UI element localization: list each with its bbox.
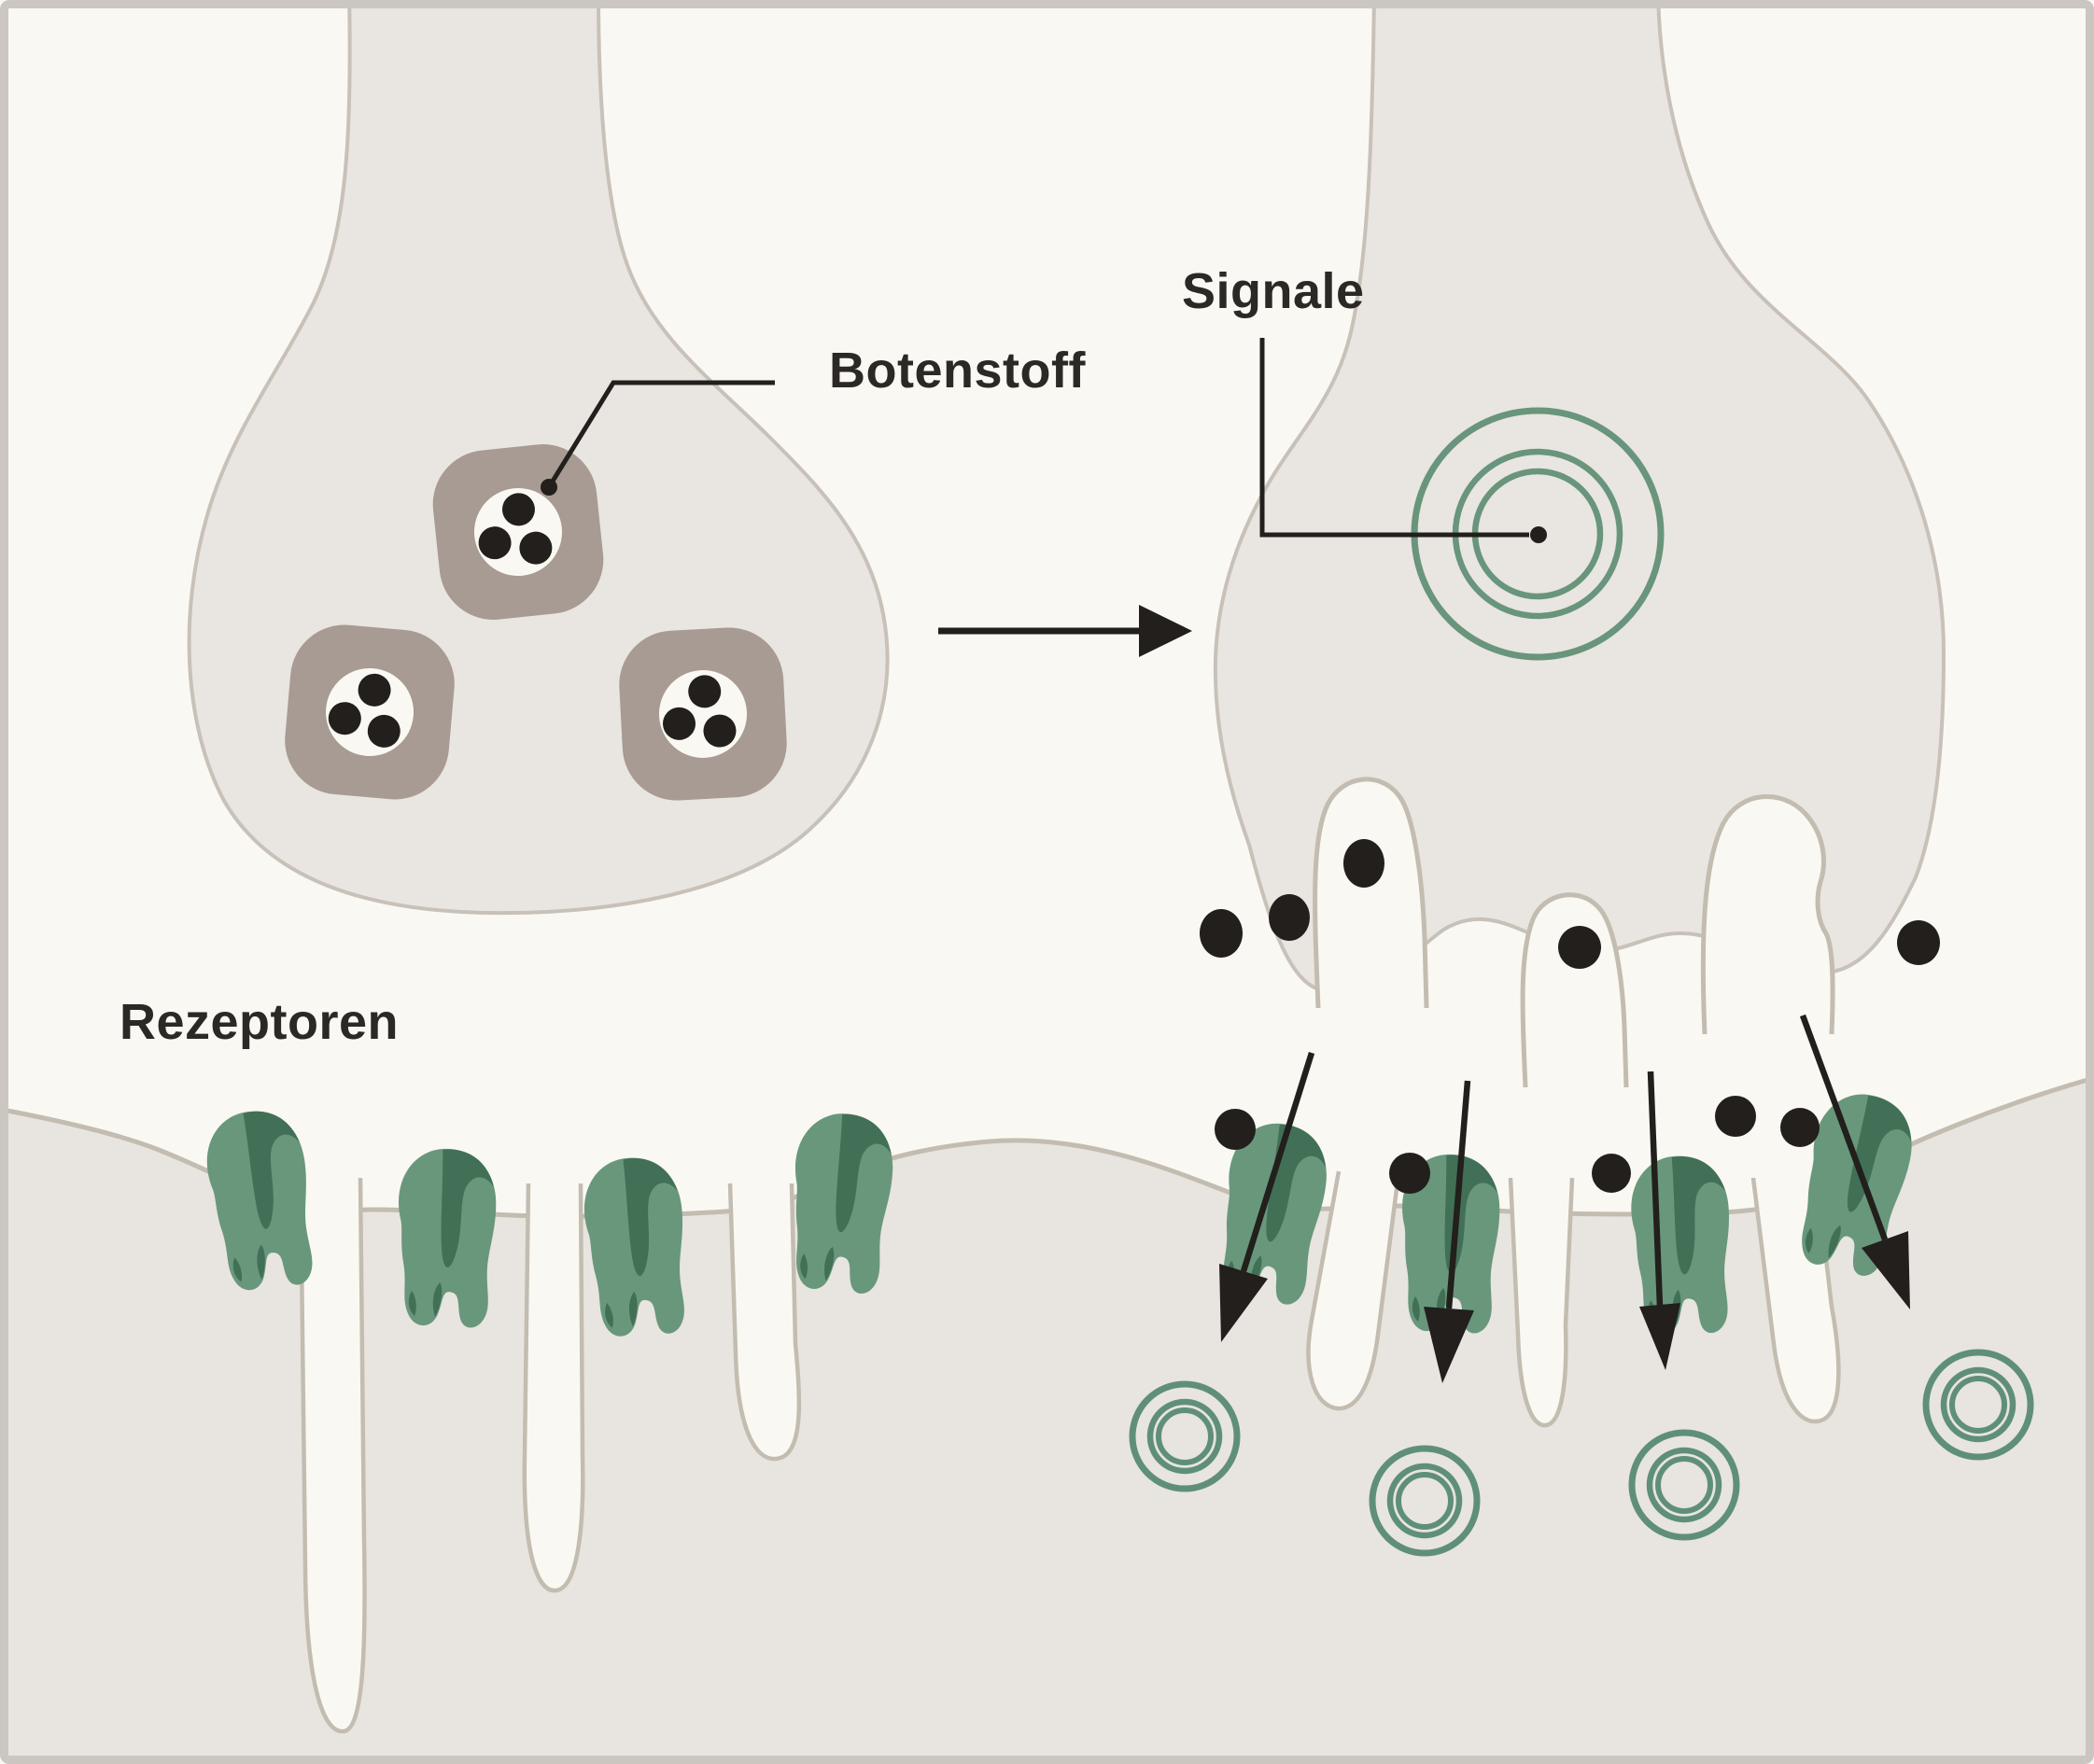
diffusion-arrow-icon bbox=[1219, 1052, 1315, 1342]
vesicle bbox=[427, 439, 610, 625]
vesicle bbox=[280, 620, 459, 805]
membrane-cleft bbox=[298, 1177, 367, 1734]
signale-label: Signale bbox=[1182, 263, 1365, 319]
neurotransmitter-dot bbox=[1897, 920, 1940, 965]
neurotransmitter-dot bbox=[1343, 839, 1384, 888]
diffusion-arrow-icon bbox=[1424, 1080, 1474, 1383]
botenstoff-leader-line bbox=[541, 380, 775, 496]
neurotransmitter-dot bbox=[1269, 894, 1310, 941]
release-site-bump bbox=[1313, 777, 1429, 1009]
membrane-cleft bbox=[522, 1183, 585, 1593]
rezeptoren-label: Rezeptoren bbox=[119, 994, 400, 1050]
diffusion-arrow-icon bbox=[1639, 1071, 1680, 1370]
botenstoff-label: Botenstoff bbox=[829, 343, 1086, 399]
neurotransmitter-dot-bound bbox=[1780, 1108, 1820, 1147]
membrane-cleft bbox=[727, 1183, 802, 1462]
membrane-cleft bbox=[1508, 1177, 1575, 1428]
signale-leader-line bbox=[1259, 338, 1547, 543]
neurotransmitter-dot bbox=[1715, 1096, 1756, 1137]
neurotransmitter-dot bbox=[1200, 909, 1243, 958]
membrane-clefts bbox=[298, 1170, 1841, 1734]
transmission-arrow-icon bbox=[938, 605, 1192, 657]
release-site-bump bbox=[1700, 793, 1835, 1035]
neurotransmitter-dot-bound bbox=[1592, 1154, 1631, 1193]
vesicle bbox=[616, 624, 790, 804]
neurotransmitter-dot-bound bbox=[1389, 1153, 1430, 1194]
neurotransmitter-molecules bbox=[1200, 839, 1940, 1194]
release-sites bbox=[1313, 777, 1835, 1088]
neurotransmitter-dot bbox=[1558, 926, 1601, 969]
neurotransmitter-dot-bound bbox=[1215, 1109, 1256, 1150]
diffusion-arrows bbox=[1219, 1014, 1910, 1383]
membrane-cleft bbox=[1306, 1170, 1401, 1411]
diffusion-arrow-icon bbox=[1799, 1014, 1910, 1309]
